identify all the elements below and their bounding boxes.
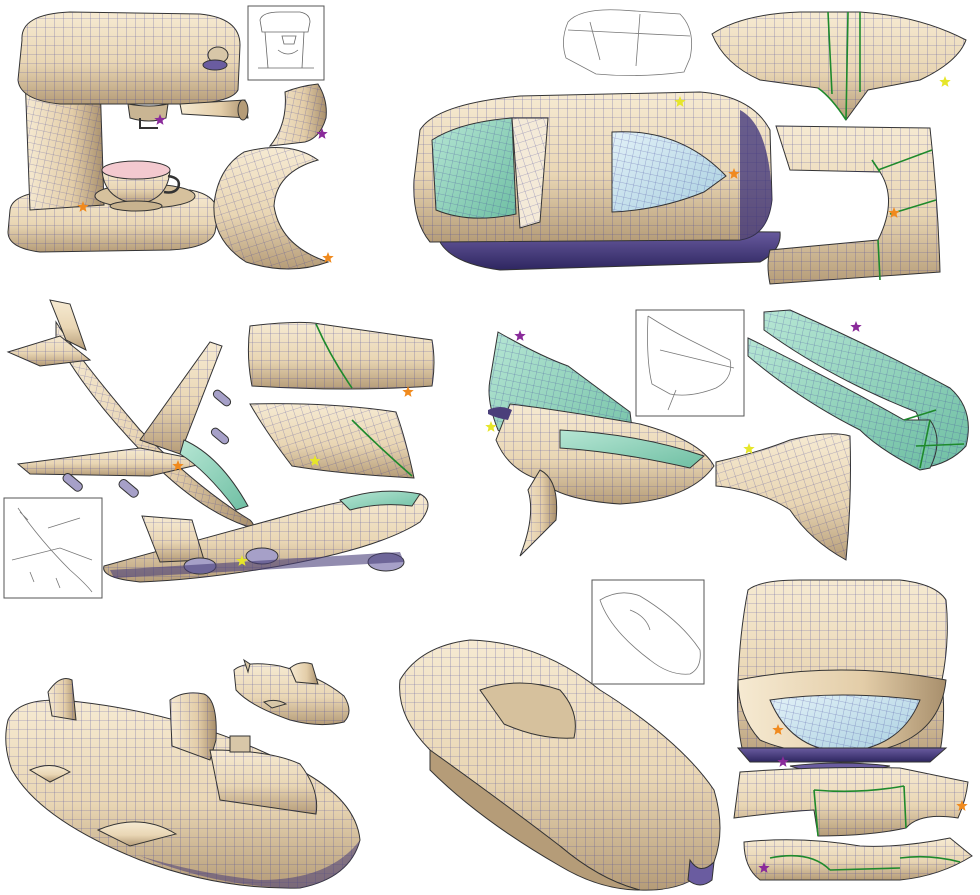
- coffee-machine-patch-orange: [213, 147, 330, 270]
- boat-patch-yellow: [715, 433, 851, 561]
- yellow-star-icon: [236, 555, 248, 566]
- boat-model: [488, 331, 715, 557]
- panel-submarine: [5, 658, 361, 889]
- purple-star-icon: [514, 330, 526, 341]
- coffee-machine-patch-purple: [268, 83, 327, 147]
- orange-star-icon: [956, 800, 968, 811]
- airplane-sketch-inset: [3, 497, 103, 599]
- airplane-patch-orange: [247, 321, 435, 390]
- purple-star-icon: [316, 128, 328, 139]
- orange-star-icon: [172, 460, 184, 471]
- purple-star-icon: [154, 114, 166, 125]
- car-body-patch-yellow: [711, 11, 967, 121]
- airplane-top-model: [6, 299, 254, 527]
- star-markers: [77, 76, 968, 873]
- purple-star-icon: [850, 321, 862, 332]
- boat-sketch-inset: [635, 309, 745, 417]
- orange-star-icon: [888, 207, 900, 218]
- orange-star-icon: [728, 168, 740, 179]
- yellow-star-icon: [674, 96, 686, 107]
- yellow-star-icon: [485, 421, 497, 432]
- sports-car-model: [399, 639, 721, 891]
- panel-boat: [488, 309, 969, 561]
- coffee-machine-sketch-inset: [247, 5, 325, 81]
- car-body-model: [413, 91, 781, 271]
- panel-car-body: [413, 9, 967, 285]
- orange-star-icon: [77, 201, 89, 212]
- panel-coffee-machine: [7, 5, 330, 270]
- orange-star-icon: [322, 252, 334, 263]
- panel-sports-car: [399, 579, 721, 891]
- panel-car-front: [733, 579, 973, 881]
- coffee-machine-model: [7, 11, 249, 253]
- submarine-small-model: [233, 658, 350, 726]
- yellow-star-icon: [939, 76, 951, 87]
- airplane-side-model: [103, 490, 429, 583]
- orange-star-icon: [402, 386, 414, 397]
- yellow-star-icon: [309, 455, 321, 466]
- submarine-model: [5, 678, 361, 889]
- boat-patch-purple: [747, 309, 969, 471]
- car-body-sketch-inset: [563, 9, 693, 76]
- car-front-model: [736, 579, 948, 773]
- car-front-patch-orange: [733, 767, 969, 837]
- sports-car-sketch-inset: [591, 579, 705, 685]
- yellow-star-icon: [743, 443, 755, 454]
- orange-star-icon: [772, 724, 784, 735]
- purple-star-icon: [777, 756, 789, 767]
- airplane-patch-yellow: [249, 403, 415, 479]
- panel-airplane: [3, 299, 435, 599]
- purple-star-icon: [758, 862, 770, 873]
- car-front-patch-purple: [743, 837, 973, 881]
- car-body-patch-orange: [767, 125, 941, 285]
